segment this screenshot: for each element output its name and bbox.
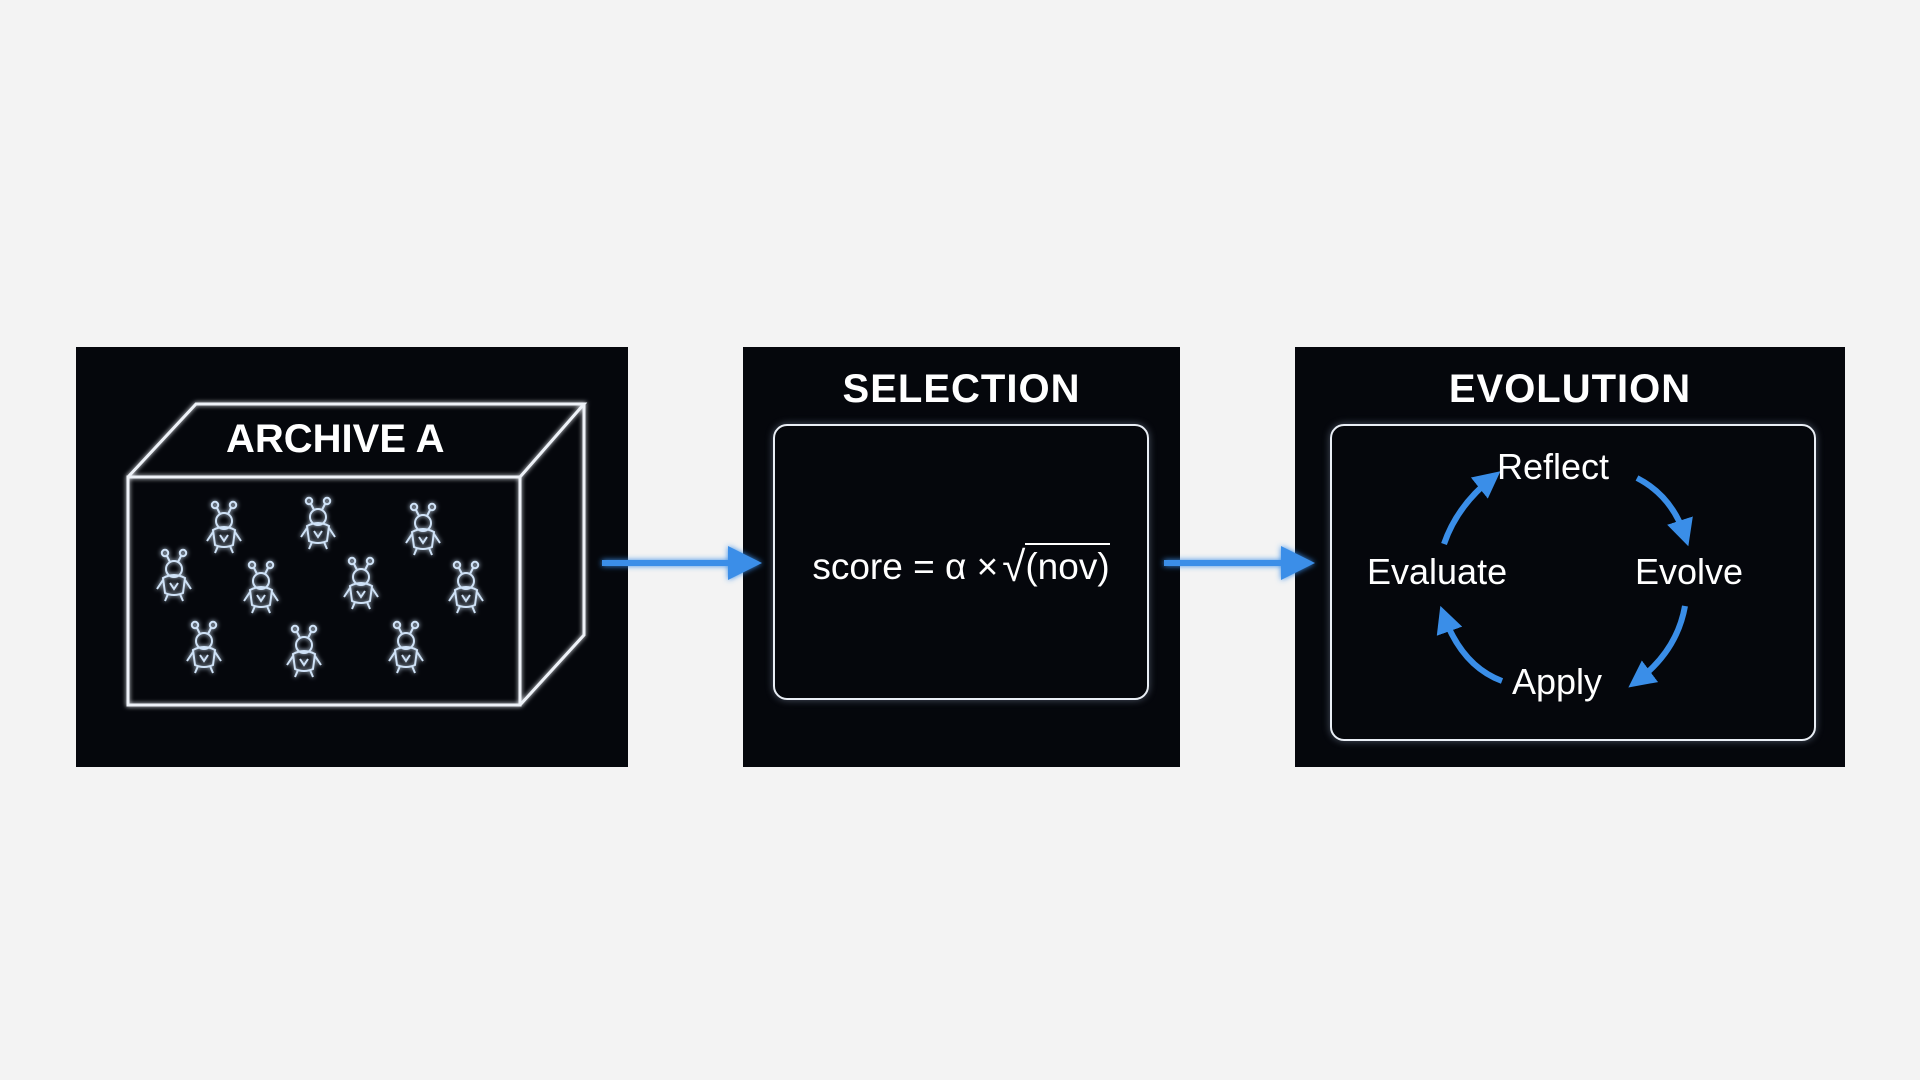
archive-cube-outline: [126, 402, 588, 707]
formula-sqrt-symbol: √: [1002, 543, 1026, 590]
cycle-step-apply: Apply: [1512, 661, 1603, 702]
cycle-step-reflect: Reflect: [1497, 446, 1610, 487]
archive-title: ARCHIVE A: [226, 417, 445, 461]
arrow-selection-to-evolution: [1164, 546, 1315, 580]
evolution-title: EVOLUTION: [1448, 367, 1692, 411]
selection-title: SELECTION: [842, 367, 1081, 411]
cycle-arrow-evolve-to-apply: [1628, 605, 1688, 688]
selection-formula: score = α ×√(nov): [775, 541, 1147, 590]
robot-agent-icon: [286, 624, 322, 678]
evolution-panel: EVOLUTION Reflect Evolve Apply Evaluate: [1295, 347, 1845, 767]
robot-agent-icon: [186, 620, 222, 674]
robot-agent-icon: [388, 620, 424, 674]
cycle-step-evolve: Evolve: [1635, 551, 1744, 592]
archive-box-graphic: [126, 402, 588, 707]
robot-agent-icon: [243, 560, 279, 614]
formula-equals: =: [913, 546, 935, 587]
formula-alpha: α: [945, 546, 967, 587]
robot-agent-icon: [206, 500, 242, 554]
agent-population: [156, 496, 484, 678]
formula-times: ×: [976, 546, 999, 587]
robot-agent-icon: [405, 502, 441, 556]
evolution-cycle-box: Reflect Evolve Apply Evaluate: [1330, 424, 1816, 741]
selection-panel: SELECTION score = α ×√(nov): [743, 347, 1180, 767]
formula-lhs: score: [812, 546, 903, 587]
archive-panel: ARCHIVE A: [76, 347, 628, 767]
formula-radicand: (nov): [1025, 543, 1110, 587]
cycle-arrow-apply-to-evaluate: [1436, 605, 1504, 684]
cycle-arrows: [1436, 471, 1693, 688]
robot-agent-icon: [156, 548, 192, 602]
cycle-arrow-evaluate-to-reflect: [1441, 471, 1501, 545]
cycle-step-evaluate: Evaluate: [1367, 551, 1508, 592]
robot-agent-icon: [343, 556, 379, 610]
selection-formula-box: score = α ×√(nov): [773, 424, 1149, 700]
robot-agent-icon: [300, 496, 336, 550]
cycle-arrow-reflect-to-evolve: [1635, 475, 1693, 547]
robot-agent-icon: [448, 560, 484, 614]
